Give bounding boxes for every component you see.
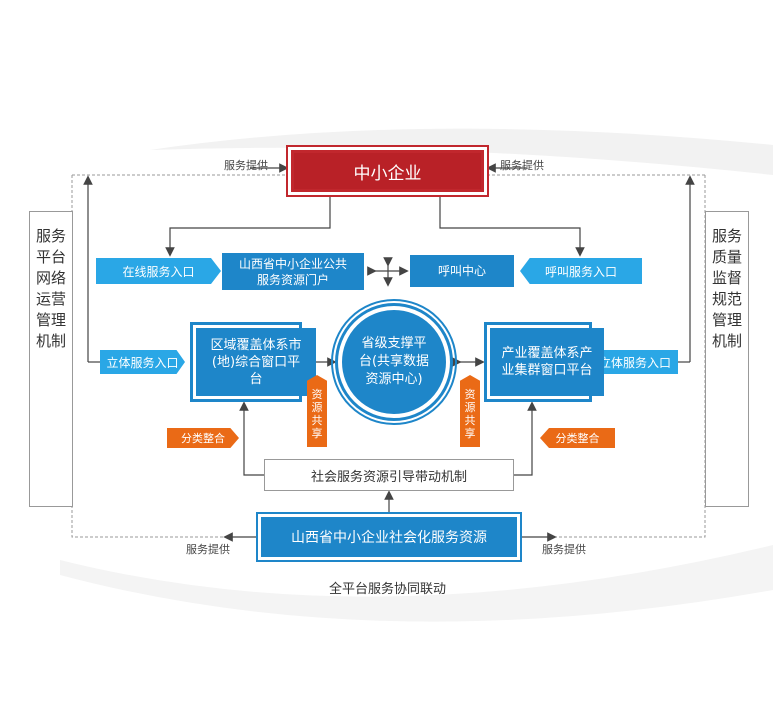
provincial-platform-label: 省级支撑平台(共享数据资源中心) [358,336,430,387]
industry-platform-label: 产业覆盖体系产业集群窗口平台 [490,328,604,396]
online-entry: 在线服务入口 [96,258,221,284]
call-center-box: 呼叫中心 [410,255,514,287]
caption: 全平台服务协同联动 [329,582,447,597]
provincial-ring [331,299,457,425]
sharing-left: 资源共享 [307,375,327,447]
regional-platform-box: 区域覆盖体系市(地)综合窗口平台 [190,322,316,402]
stereo-entry-left: 立体服务入口 [100,350,185,374]
service-label-bottom-right: 服务提供 [542,543,586,556]
side-label-left: 服务平台网络运营管理机制 [35,227,66,350]
mechanism-box: 社会服务资源引导带动机制 [264,459,514,491]
classify-right: 分类整合 [540,428,615,448]
side-box-right [705,211,749,507]
provincial-platform-circle: 省级支撑平台(共享数据资源中心) [338,306,450,418]
resources-box: 山西省中小企业社会化服务资源 [256,512,522,562]
portal-box: 山西省中小企业公共服务资源门户 [222,253,364,290]
side-box-left [29,211,73,507]
service-label-top-right: 服务提供 [500,159,544,172]
sme-box: 中小企业 [286,145,489,197]
service-label-bottom-left: 服务提供 [186,543,230,556]
side-label-right: 服务质量监督规范管理机制 [711,227,742,350]
sharing-right: 资源共享 [460,375,480,447]
sme-label: 中小企业 [294,153,481,189]
classify-left: 分类整合 [167,428,239,448]
regional-platform-label: 区域覆盖体系市(地)综合窗口平台 [196,328,316,396]
service-label-top-left: 服务提供 [224,159,268,172]
resources-label: 山西省中小企业社会化服务资源 [263,519,515,555]
industry-platform-box: 产业覆盖体系产业集群窗口平台 [484,322,604,402]
call-entry: 呼叫服务入口 [520,258,642,284]
stereo-entry-right: 立体服务入口 [592,350,678,374]
